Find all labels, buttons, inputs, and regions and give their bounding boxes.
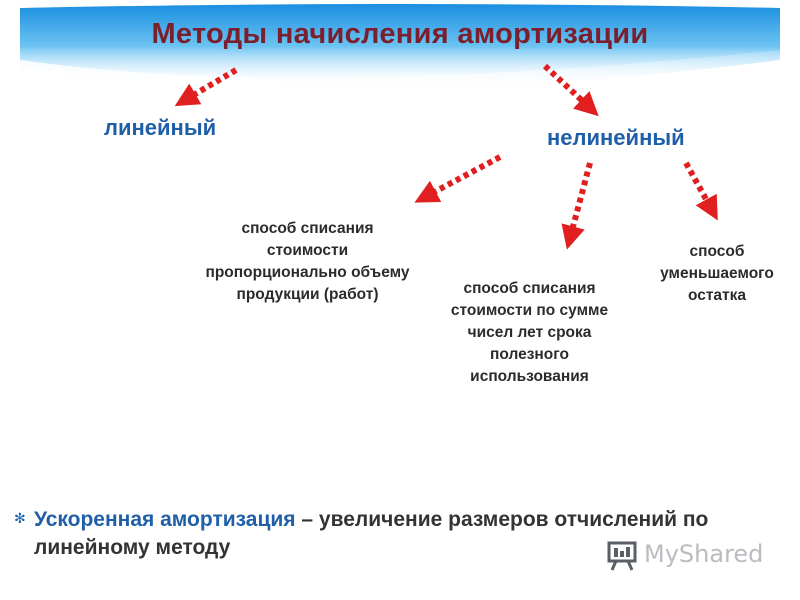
arrow-to-method-2 xyxy=(561,162,593,250)
arrow-to-nonlinear xyxy=(542,63,599,117)
branch-nonlinear: нелинейный xyxy=(547,125,685,150)
arrow-to-method-3 xyxy=(683,161,718,221)
definition-body: – увеличение размеров отчислений по лине… xyxy=(34,508,709,559)
method-proportional: способ списания стоимости пропорциональн… xyxy=(205,220,410,303)
arrow-to-method-1 xyxy=(414,154,502,203)
definition-text: Ускоренная амортизация – увеличение разм… xyxy=(34,506,714,562)
arrow-to-linear xyxy=(174,67,238,107)
myshared-logo: MyShared xyxy=(606,538,766,572)
presentation-board-icon xyxy=(607,541,637,571)
branch-linear: линейный xyxy=(104,115,217,140)
logo-text: MyShared xyxy=(644,540,764,568)
asterisk-icon: ✻ xyxy=(14,510,26,526)
method-sum-of-years: способ списания стоимости по сумме чисел… xyxy=(450,280,609,385)
page-title: Методы начисления амортизации xyxy=(151,18,649,50)
method-reducing-balance: способ уменьшаемого остатка xyxy=(660,243,774,304)
definition-term: Ускоренная амортизация xyxy=(34,508,296,531)
